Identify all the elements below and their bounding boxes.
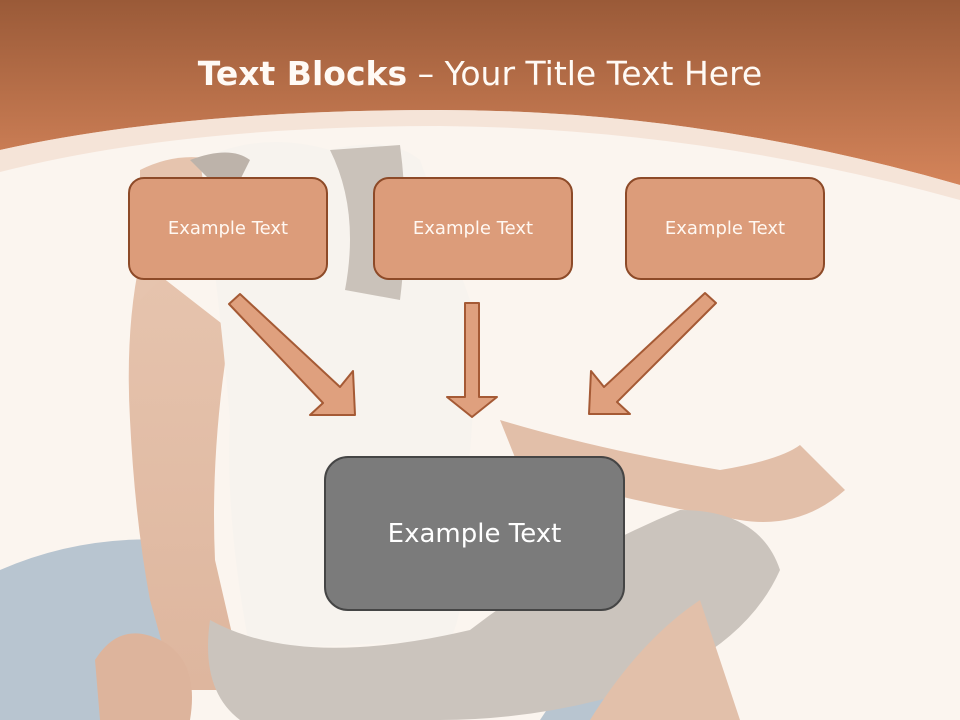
center-text-block-label: Example Text	[387, 518, 562, 549]
arrow-center-down	[446, 302, 498, 418]
arrow-right-diagonal	[588, 292, 717, 415]
title-bold: Text Blocks	[197, 54, 408, 93]
text-block-3-label: Example Text	[664, 218, 786, 239]
arrow-left-diagonal	[228, 293, 356, 416]
text-block-1[interactable]: Example Text	[128, 177, 328, 280]
text-block-3[interactable]: Example Text	[625, 177, 825, 280]
text-block-2-label: Example Text	[412, 218, 534, 239]
title-rest: Your Title Text Here	[444, 54, 763, 93]
page-title: Text Blocks – Your Title Text Here	[0, 54, 960, 93]
text-block-1-label: Example Text	[167, 218, 289, 239]
title-separator: –	[407, 54, 445, 93]
text-block-2[interactable]: Example Text	[373, 177, 573, 280]
center-text-block[interactable]: Example Text	[324, 456, 625, 611]
